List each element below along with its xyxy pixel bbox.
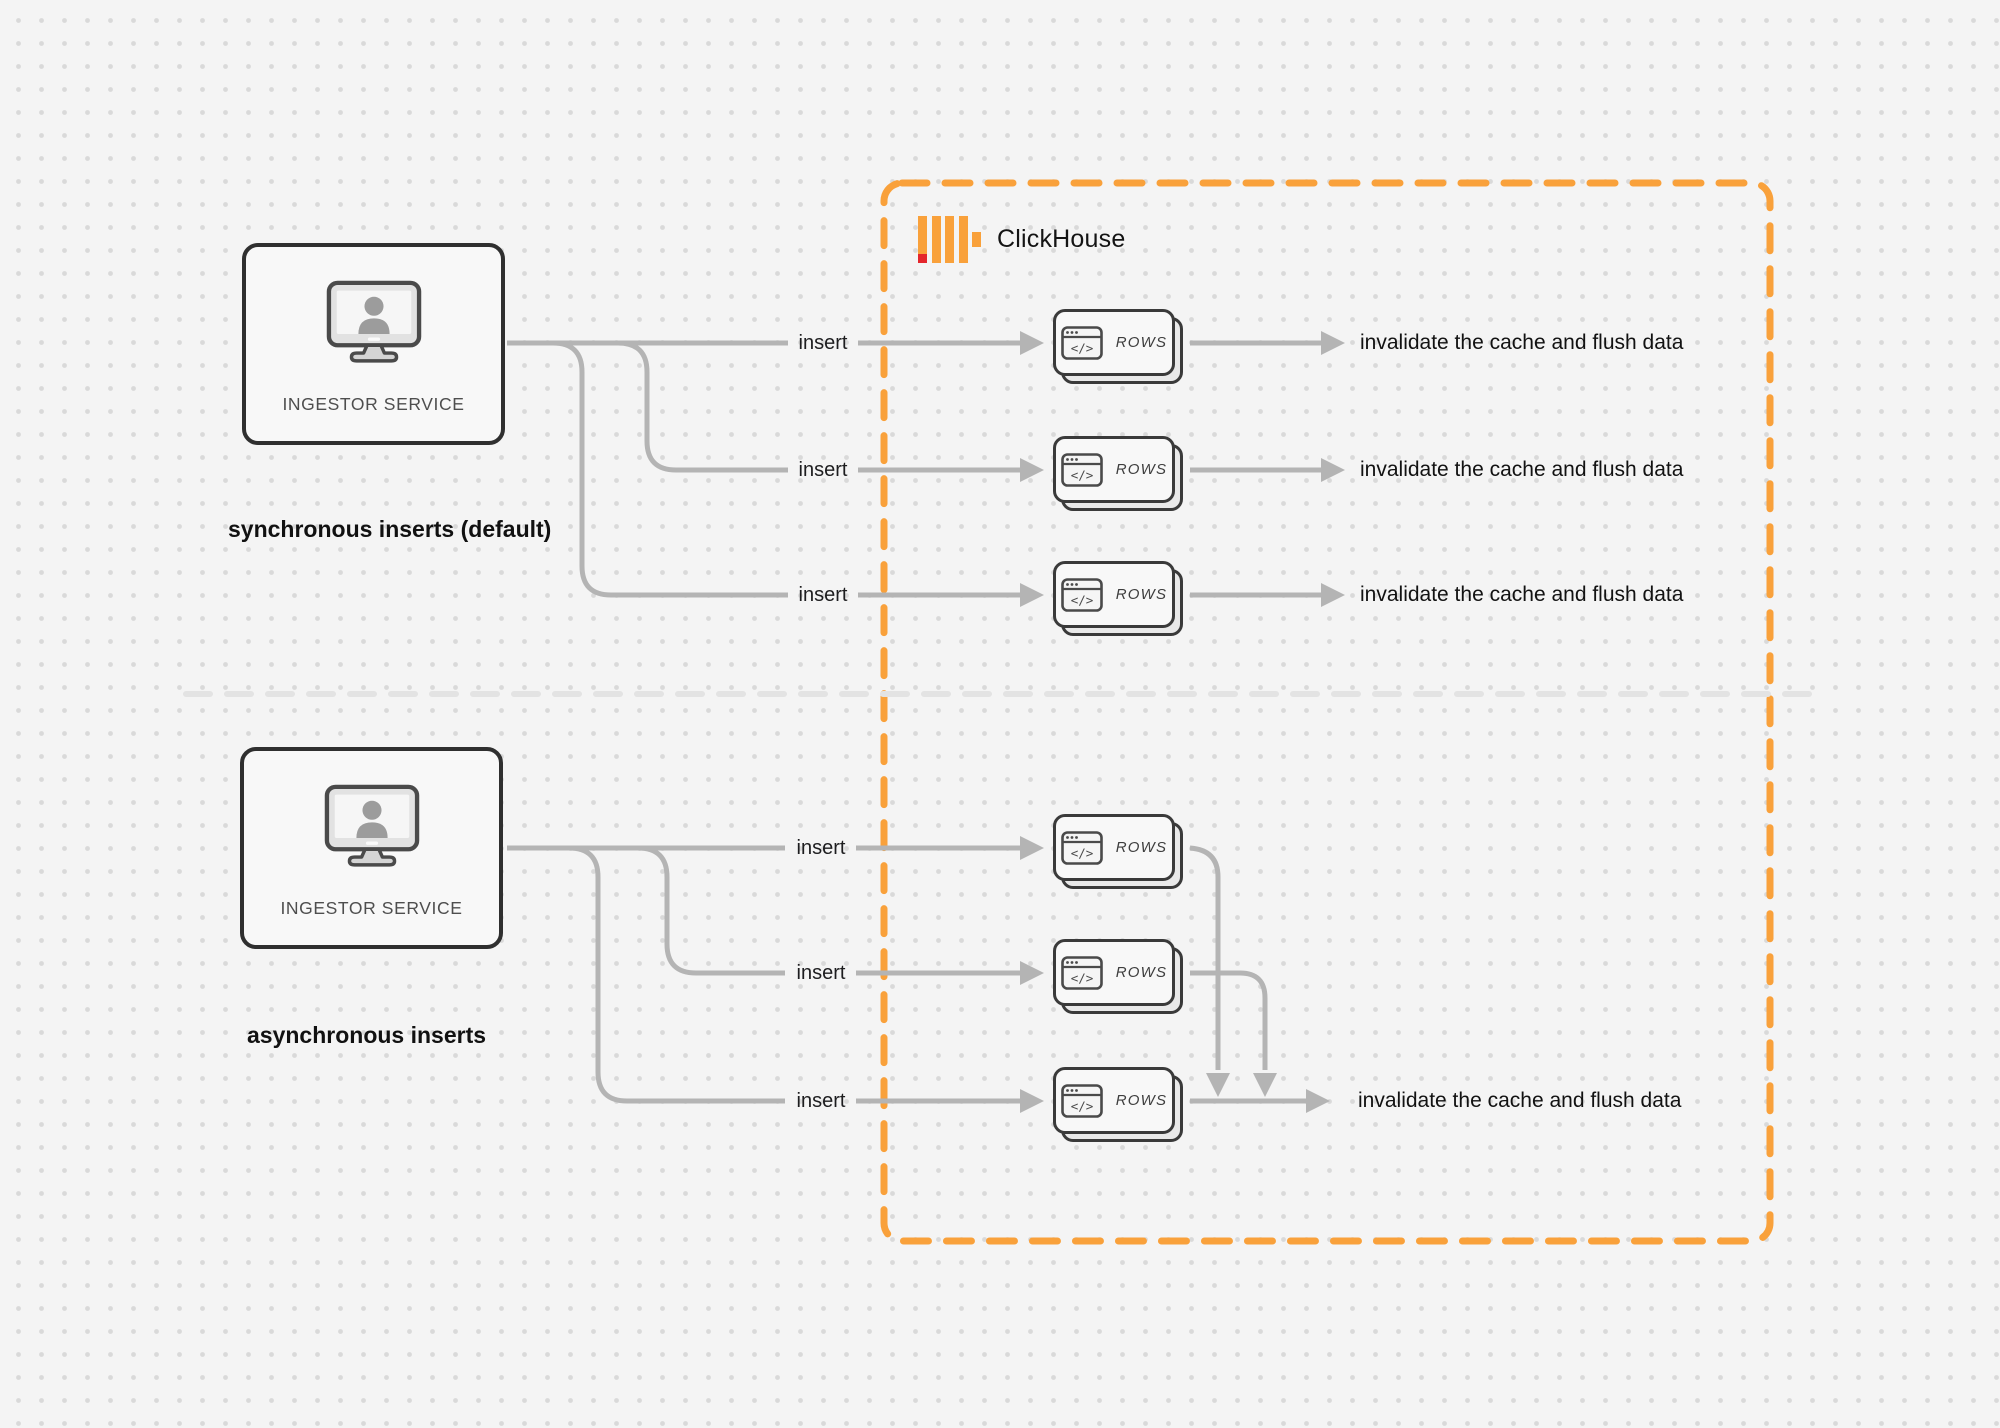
rows-card: </> ROWS xyxy=(1053,814,1175,881)
ingestor-service-label: INGESTOR SERVICE xyxy=(282,394,465,414)
sync-branch-row3 xyxy=(552,340,788,598)
insert-label: insert xyxy=(798,584,848,606)
sync-connectors xyxy=(507,340,1321,598)
insert-label: insert xyxy=(796,837,846,859)
insert-label: insert xyxy=(796,962,846,984)
result-label: invalidate the cache and flush data xyxy=(1360,331,1684,354)
async-merge-drop-2 xyxy=(1190,970,1268,1070)
async-branch-row3 xyxy=(568,845,785,1104)
insert-label: insert xyxy=(796,1090,846,1112)
browser-code-icon: </> xyxy=(1060,1083,1103,1118)
rows-label: ROWS xyxy=(1115,461,1168,478)
result-label: invalidate the cache and flush data xyxy=(1360,583,1684,606)
svg-text:</>: </> xyxy=(1070,970,1093,985)
rows-card: </> ROWS xyxy=(1053,939,1175,1006)
rows-card: </> ROWS xyxy=(1053,1067,1175,1134)
rows-label: ROWS xyxy=(1115,1092,1168,1109)
svg-text:</>: </> xyxy=(1070,845,1093,860)
clickhouse-boundary xyxy=(880,179,1774,1245)
ingestor-service-label: INGESTOR SERVICE xyxy=(280,898,463,918)
insert-label: insert xyxy=(798,459,848,481)
rows-node: </> ROWS xyxy=(1053,561,1183,636)
browser-code-icon: </> xyxy=(1060,955,1103,990)
clickhouse-logo: ClickHouse xyxy=(918,216,1125,263)
rows-node: </> ROWS xyxy=(1053,939,1183,1014)
browser-code-icon: </> xyxy=(1060,452,1103,487)
browser-code-icon: </> xyxy=(1060,577,1103,612)
monitor-user-icon xyxy=(324,784,419,867)
rows-label: ROWS xyxy=(1115,839,1168,856)
monitor-user-icon xyxy=(326,280,421,363)
ingestor-service-node-sync: INGESTOR SERVICE xyxy=(242,243,505,445)
rows-node: </> ROWS xyxy=(1053,1067,1183,1142)
rows-label: ROWS xyxy=(1115,586,1168,603)
svg-text:</>: </> xyxy=(1070,592,1093,607)
rows-card: </> ROWS xyxy=(1053,561,1175,628)
async-branch-row2 xyxy=(637,845,785,976)
sync-branch-row2 xyxy=(617,340,788,473)
svg-text:</>: </> xyxy=(1070,340,1093,355)
svg-text:</>: </> xyxy=(1070,467,1093,482)
rows-label: ROWS xyxy=(1115,334,1168,351)
async-merge-drop-1 xyxy=(1189,845,1221,1070)
rows-node: </> ROWS xyxy=(1053,436,1183,511)
browser-code-icon: </> xyxy=(1060,325,1103,360)
result-label: invalidate the cache and flush data xyxy=(1360,458,1684,481)
arrowheads xyxy=(1020,331,1345,1113)
ingestor-service-node-async: INGESTOR SERVICE xyxy=(240,747,503,949)
result-label: invalidate the cache and flush data xyxy=(1358,1089,1682,1112)
rows-node: </> ROWS xyxy=(1053,309,1183,384)
browser-code-icon: </> xyxy=(1060,830,1103,865)
rows-node: </> ROWS xyxy=(1053,814,1183,889)
insert-label: insert xyxy=(798,332,848,354)
rows-card: </> ROWS xyxy=(1053,309,1175,376)
section-label-async: asynchronous inserts xyxy=(247,1022,487,1048)
rows-card: </> ROWS xyxy=(1053,436,1175,503)
section-label-sync: synchronous inserts (default) xyxy=(228,516,552,542)
rows-label: ROWS xyxy=(1115,964,1168,981)
async-connectors xyxy=(507,845,1306,1104)
clickhouse-logo-icon xyxy=(918,216,981,263)
clickhouse-label: ClickHouse xyxy=(997,225,1126,253)
svg-text:</>: </> xyxy=(1070,1098,1093,1113)
